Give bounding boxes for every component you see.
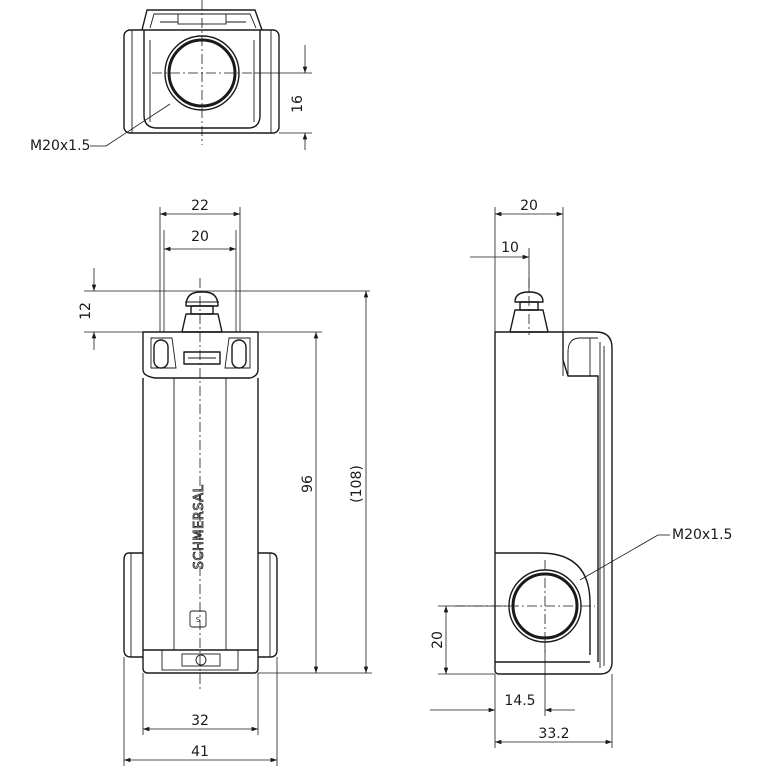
side-view: 20 10 20 14.5 33.2 M20x1.5	[430, 198, 732, 748]
dim-side-plunger-offset: 10	[501, 240, 519, 256]
dim-front-total: (108)	[349, 465, 365, 503]
label-side-thread: M20x1.5	[672, 527, 732, 543]
logo-mark: S	[196, 616, 201, 624]
dim-side-thread-offset: 14.5	[504, 693, 535, 709]
dim-front-width-inner: 20	[191, 229, 209, 245]
dim-front-plunger: 12	[78, 302, 94, 320]
dim-front-height: 96	[300, 475, 316, 493]
dim-side-width: 20	[520, 198, 538, 214]
dim-side-depth: 33.2	[538, 726, 569, 742]
dim-side-thread-height: 20	[430, 631, 446, 649]
brand-name: SCHMERSAL	[192, 484, 207, 569]
dim-front-base-outer: 41	[191, 744, 209, 760]
dim-front-width-outer: 22	[191, 198, 209, 214]
dim-front-base-inner: 32	[191, 713, 209, 729]
front-view: S SCHMERSAL 22 20 12 96 (108) 32	[78, 198, 372, 766]
dim-top-height: 16	[290, 95, 306, 113]
top-view: 16 M20x1.5	[30, 0, 312, 154]
label-top-thread: M20x1.5	[30, 138, 90, 154]
